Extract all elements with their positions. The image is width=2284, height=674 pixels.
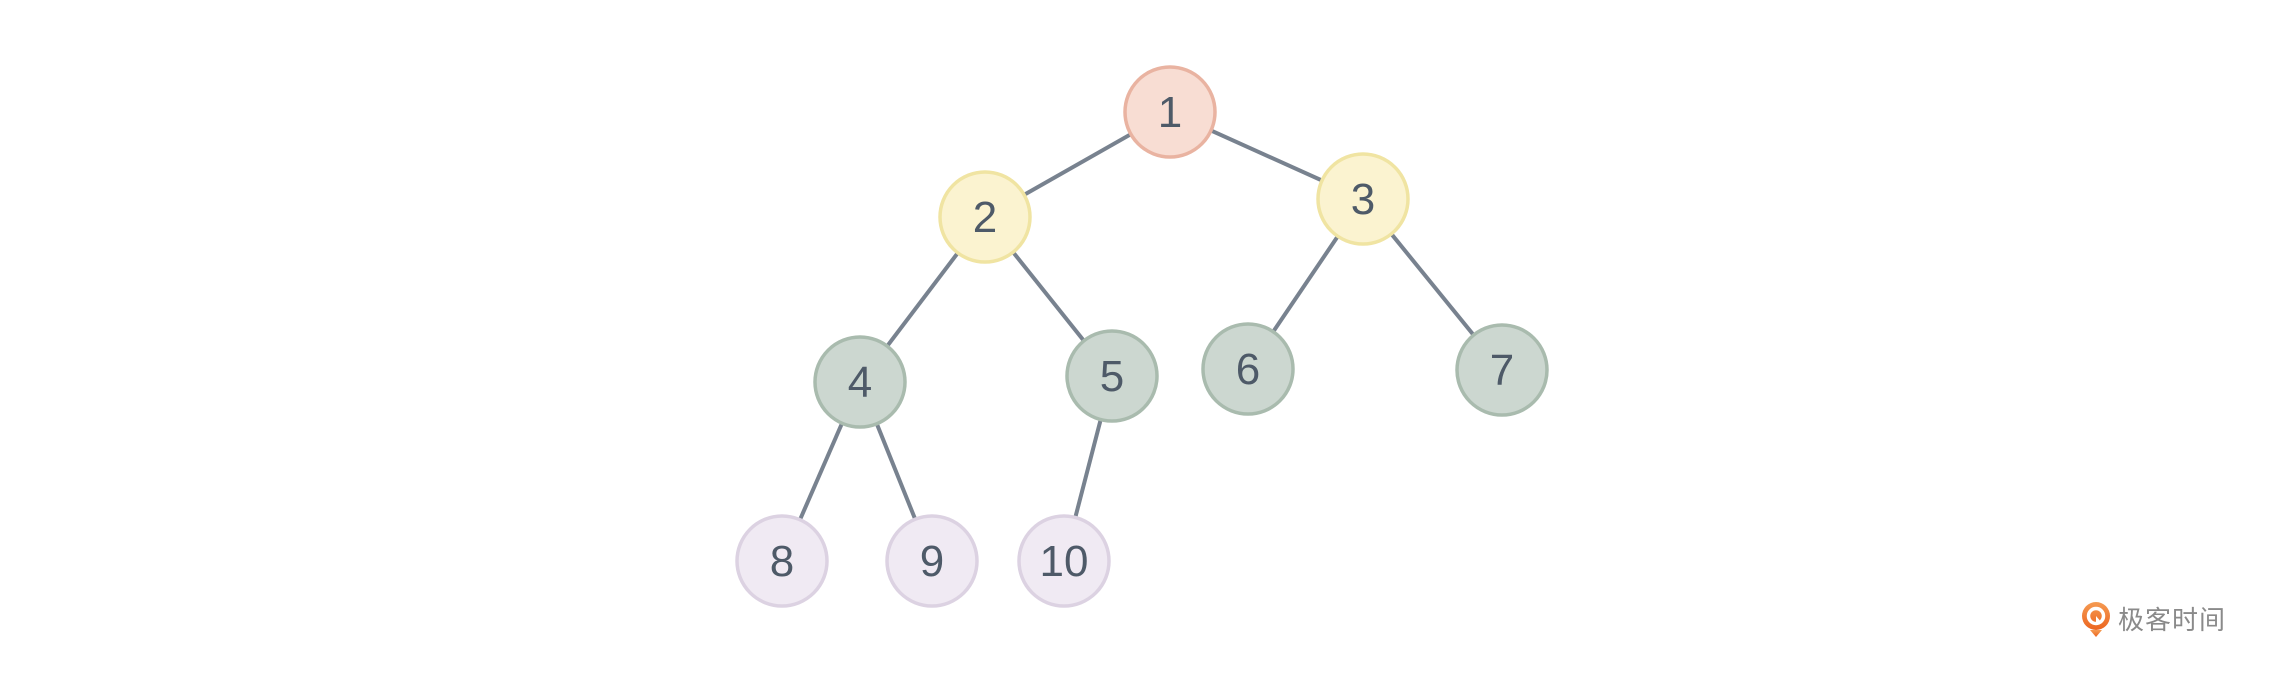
tree-node-label-7: 7	[1490, 346, 1514, 395]
tree-node-label-4: 4	[848, 358, 872, 407]
tree-node-10: 10	[1017, 514, 1111, 608]
tree-node-circle-8	[735, 514, 829, 608]
tree-node-label-2: 2	[973, 193, 997, 242]
geektime-logo-text: 极客时间	[2117, 605, 2226, 635]
tree-node-label-3: 3	[1351, 175, 1375, 224]
tree-node-circle-3	[1316, 152, 1410, 246]
tree-node-5: 5	[1065, 329, 1159, 423]
tree-node-label-6: 6	[1236, 345, 1260, 394]
tree-node-8: 8	[735, 514, 829, 608]
tree-node-label-9: 9	[920, 537, 944, 586]
tree-node-9: 9	[885, 514, 979, 608]
geektime-watermark: 极客时间	[2081, 600, 2226, 640]
tree-node-4: 4	[813, 335, 907, 429]
tree-node-circle-2	[938, 170, 1032, 264]
tree-node-3: 3	[1316, 152, 1410, 246]
tree-node-6: 6	[1201, 322, 1295, 416]
tree-node-circle-5	[1065, 329, 1159, 423]
tree-node-label-5: 5	[1100, 352, 1124, 401]
tree-node-circle-7	[1455, 323, 1549, 417]
tree-node-circle-1	[1123, 65, 1217, 159]
tree-node-2: 2	[938, 170, 1032, 264]
geektime-logo-icon	[2081, 602, 2110, 637]
tree-node-label-1: 1	[1158, 88, 1182, 137]
tree-node-7: 7	[1455, 323, 1549, 417]
tree-node-circle-4	[813, 335, 907, 429]
tree-node-circle-9	[885, 514, 979, 608]
tree-node-circle-6	[1201, 322, 1295, 416]
tree-node-circle-10	[1017, 514, 1111, 608]
tree-node-1: 1	[1123, 65, 1217, 159]
tree-node-label-8: 8	[770, 537, 794, 586]
tree-node-label-10: 10	[1040, 537, 1089, 586]
